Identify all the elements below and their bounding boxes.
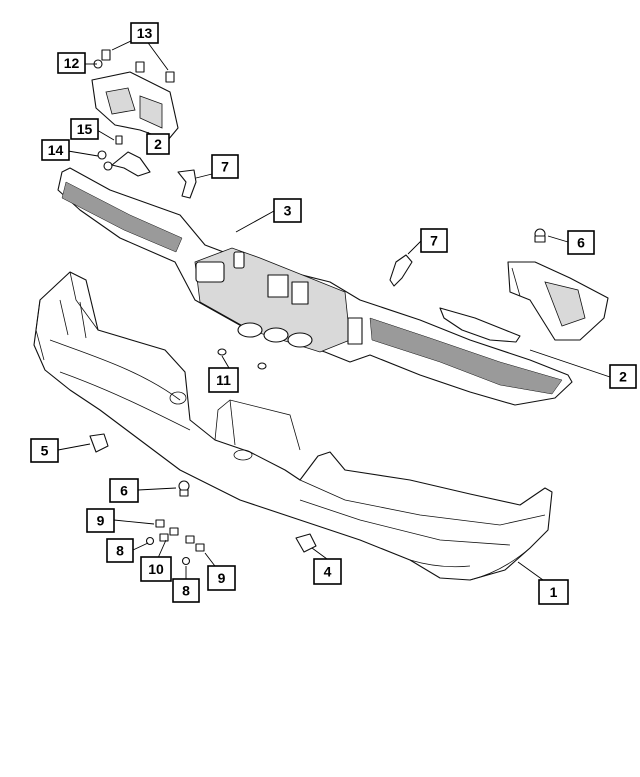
svg-text:15: 15	[77, 121, 93, 137]
callout-8-right: 8	[172, 578, 200, 603]
svg-text:12: 12	[64, 55, 80, 71]
callout-6-upper: 6	[567, 230, 595, 255]
nut-9-set	[155, 519, 205, 552]
svg-text:9: 9	[97, 513, 105, 529]
bumper-fascia	[33, 271, 553, 581]
callout-5: 5	[30, 438, 59, 463]
callout-10: 10	[140, 556, 172, 582]
callout-2-lower: 2	[609, 364, 637, 389]
callout-7-right: 7	[420, 228, 448, 253]
bolt-13-b	[135, 61, 145, 73]
screw-8-set	[145, 536, 191, 566]
svg-text:2: 2	[154, 136, 162, 152]
right-bracket	[507, 261, 609, 341]
svg-text:6: 6	[577, 235, 585, 251]
callout-3: 3	[273, 198, 302, 223]
leader-lines	[57, 39, 611, 582]
honeycomb-right	[369, 317, 563, 395]
clip-4	[295, 533, 317, 553]
svg-text:9: 9	[218, 570, 226, 586]
callouts: 13 12 15 2 14 7 3 7	[30, 22, 637, 605]
plug-11	[217, 348, 267, 370]
clip-5	[89, 433, 109, 453]
callout-15: 15	[70, 118, 99, 140]
svg-text:8: 8	[116, 543, 124, 559]
nut-14	[97, 150, 113, 171]
callout-14: 14	[41, 139, 70, 161]
small-bracket-7-right	[389, 254, 413, 287]
svg-text:5: 5	[41, 443, 49, 459]
left-bracket	[91, 71, 179, 141]
svg-text:6: 6	[120, 483, 128, 499]
bolt-13-a	[101, 49, 111, 61]
honeycomb-left	[61, 181, 183, 253]
svg-text:13: 13	[137, 25, 153, 41]
callout-13: 13	[130, 22, 159, 44]
callout-7-left: 7	[211, 154, 239, 179]
fastener-6-bottom	[178, 480, 190, 497]
fastener-6-top	[534, 228, 546, 243]
callout-8-left: 8	[106, 538, 134, 563]
small-bracket-15	[111, 151, 151, 177]
svg-text:7: 7	[221, 159, 229, 175]
svg-text:10: 10	[148, 561, 164, 577]
svg-text:1: 1	[550, 584, 558, 600]
callout-11: 11	[208, 367, 239, 393]
bolt-13-c	[165, 71, 175, 83]
callout-4: 4	[313, 558, 342, 585]
callout-6-lower: 6	[109, 478, 139, 503]
svg-text:11: 11	[216, 372, 231, 388]
svg-text:3: 3	[284, 203, 292, 219]
callout-12: 12	[57, 52, 86, 74]
svg-text:7: 7	[430, 233, 438, 249]
small-bracket-7-left	[177, 169, 197, 199]
reinforcement-strap	[439, 307, 521, 343]
bolt-15	[115, 135, 123, 145]
svg-text:14: 14	[48, 142, 64, 158]
callout-9-left: 9	[86, 508, 115, 533]
step-pad	[57, 167, 573, 406]
callout-2-upper: 2	[146, 133, 170, 155]
svg-text:2: 2	[619, 369, 627, 385]
callout-9-right: 9	[207, 565, 236, 591]
svg-text:8: 8	[182, 583, 190, 599]
svg-text:4: 4	[324, 564, 332, 580]
callout-1: 1	[538, 579, 569, 605]
